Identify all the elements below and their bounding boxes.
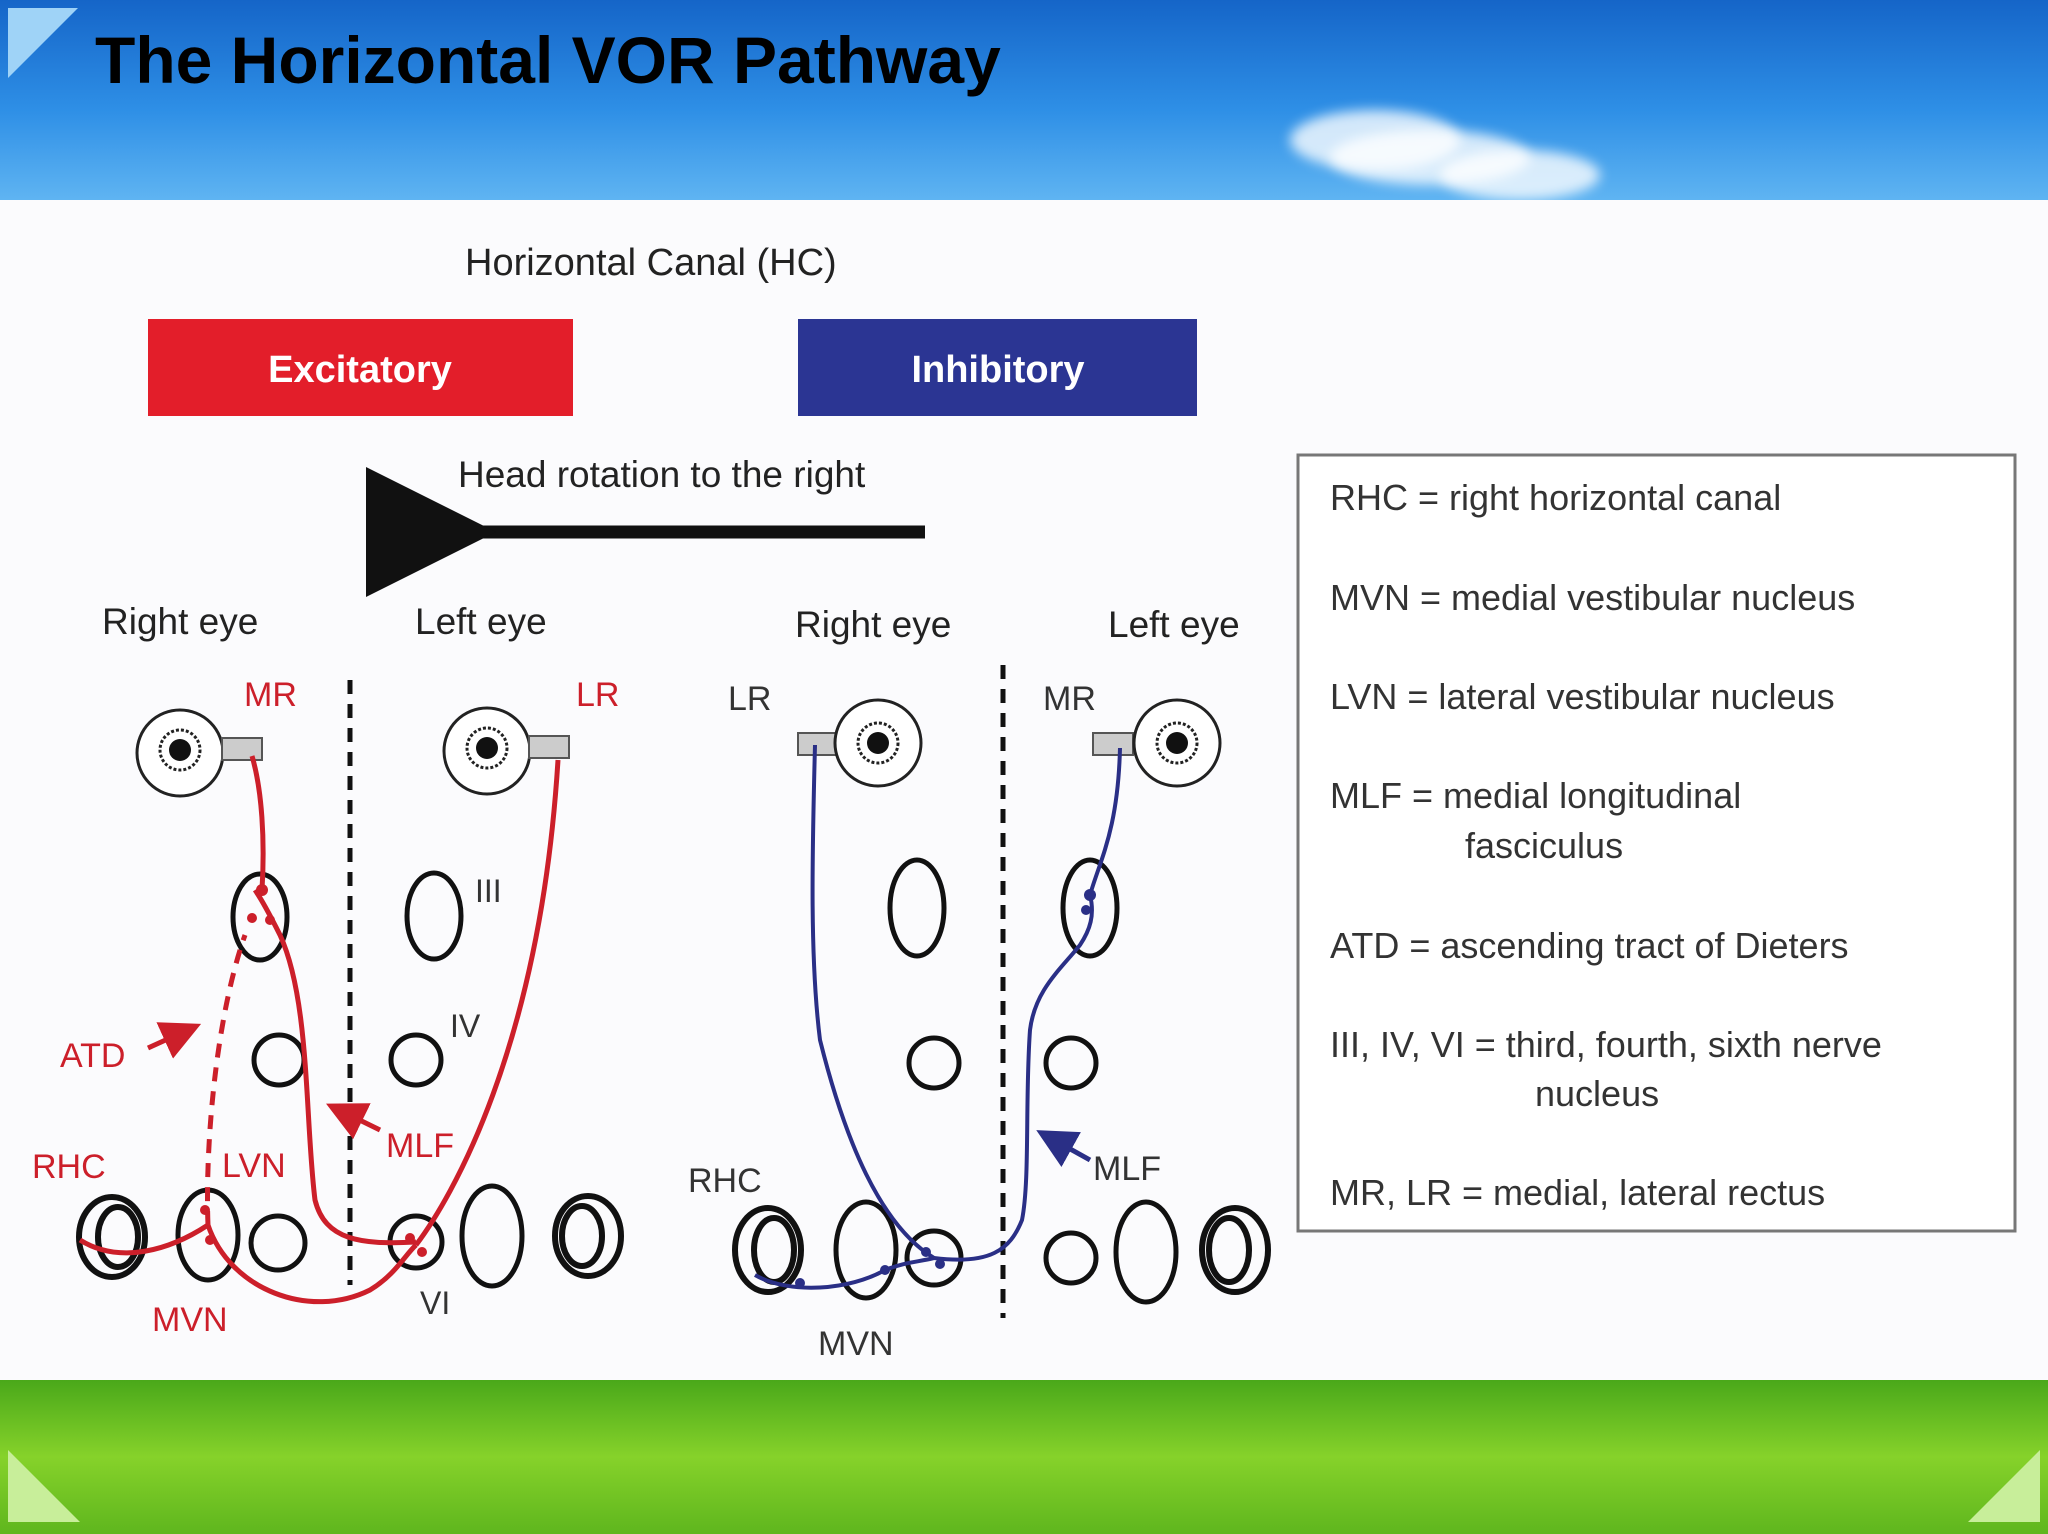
excitatory-pathways bbox=[78, 755, 561, 1305]
rhc-label: RHC bbox=[688, 1162, 762, 1200]
excitatory-label: Excitatory bbox=[268, 349, 452, 391]
lvn-label: LVN bbox=[222, 1147, 286, 1185]
trochlear-nucleus-right bbox=[906, 1035, 962, 1091]
legend-atd: ATD = ascending tract of Dieters bbox=[1330, 925, 1849, 966]
canal-label: Horizontal Canal (HC) bbox=[465, 242, 837, 284]
abducens-nucleus-left bbox=[1043, 1230, 1099, 1286]
corner-triangle-bottom-right bbox=[1968, 1450, 2040, 1522]
lvn-nucleus-left bbox=[1113, 1199, 1179, 1305]
legend-rectus: MR, LR = medial, lateral rectus bbox=[1330, 1172, 1825, 1213]
right-eye-icon bbox=[797, 698, 923, 788]
right-eye-label: Right eye bbox=[102, 601, 258, 642]
mlf-arrow bbox=[326, 1103, 382, 1140]
legend-mlf-line2: fasciculus bbox=[1465, 825, 1623, 866]
vor-pathway-diagram: Horizontal Canal (HC) Excitatory Inhibit… bbox=[32, 242, 2017, 1363]
rotation-label: Head rotation to the right bbox=[458, 454, 866, 495]
synapse-dots-blue bbox=[795, 889, 1096, 1288]
mvn-nucleus bbox=[248, 1213, 308, 1273]
left-eye-label: Left eye bbox=[415, 601, 547, 642]
iii-label: III bbox=[475, 873, 502, 909]
legend-mlf-line1: MLF = medial longitudinal bbox=[1330, 775, 1741, 816]
trochlear-nucleus-left bbox=[1043, 1035, 1099, 1091]
rhc-label: RHC bbox=[32, 1148, 106, 1186]
mlf-label: MLF bbox=[386, 1127, 454, 1165]
inhibitory-legend-box bbox=[798, 319, 1197, 416]
legend-mvn: MVN = medial vestibular nucleus bbox=[1330, 577, 1855, 618]
atd-arrow bbox=[146, 1022, 202, 1059]
lhc-canal-icon bbox=[552, 1193, 624, 1279]
legend-nuclei-line1: III, IV, VI = third, fourth, sixth nerve bbox=[1330, 1024, 1882, 1065]
synapse-dots-red bbox=[200, 884, 427, 1257]
right-eye-label: Right eye bbox=[795, 604, 951, 645]
legend-nuclei-line2: nucleus bbox=[1535, 1073, 1659, 1114]
corner-triangle-top-left bbox=[8, 8, 78, 78]
inhibitory-label: Inhibitory bbox=[911, 349, 1084, 391]
trochlear-nucleus-left bbox=[388, 1032, 444, 1088]
mr-label: MR bbox=[1043, 680, 1096, 718]
trochlear-nucleus-right bbox=[251, 1032, 307, 1088]
mlf-label: MLF bbox=[1093, 1150, 1161, 1188]
lr-label: LR bbox=[728, 680, 771, 718]
cloud bbox=[1440, 150, 1600, 200]
legend-rhc: RHC = right horizontal canal bbox=[1330, 477, 1781, 518]
oculomotor-nucleus-right bbox=[230, 871, 290, 963]
slide-content: Horizontal Canal (HC) Excitatory Inhibit… bbox=[0, 200, 2048, 1380]
mvn-label: MVN bbox=[152, 1301, 228, 1339]
slide-header: The Horizontal VOR Pathway bbox=[0, 0, 2048, 200]
lhc-canal-icon bbox=[1199, 1205, 1271, 1295]
oculomotor-nucleus-right bbox=[887, 857, 947, 959]
oculomotor-nucleus-left bbox=[1060, 857, 1120, 959]
excitatory-legend-box bbox=[148, 319, 573, 416]
lr-label: LR bbox=[576, 676, 619, 714]
mvn-label: MVN bbox=[818, 1325, 894, 1363]
lvn-nucleus bbox=[833, 1199, 899, 1301]
lvn-nucleus-left bbox=[459, 1183, 525, 1289]
left-eye-label: Left eye bbox=[1108, 604, 1240, 645]
iv-label: IV bbox=[450, 1008, 481, 1044]
vi-label: VI bbox=[420, 1285, 450, 1321]
mlf-arrow bbox=[1036, 1130, 1092, 1168]
corner-triangle-bottom-left bbox=[8, 1450, 80, 1522]
slide-footer bbox=[0, 1380, 2048, 1534]
mr-label: MR bbox=[244, 676, 297, 714]
rhc-canal-icon bbox=[76, 1194, 148, 1280]
legend-lvn: LVN = lateral vestibular nucleus bbox=[1330, 676, 1835, 717]
legend-box bbox=[1296, 453, 2017, 1233]
page-title: The Horizontal VOR Pathway bbox=[95, 23, 1001, 97]
inhibitory-pathways bbox=[754, 744, 1122, 1290]
inhibitory-panel: Right eye Left eye LR MR bbox=[688, 604, 1271, 1363]
left-eye-icon bbox=[442, 706, 570, 796]
excitatory-panel: Right eye Left eye MR LR III bbox=[32, 601, 624, 1339]
oculomotor-nucleus-left bbox=[404, 870, 464, 962]
abbreviation-legend: RHC = right horizontal canal MVN = media… bbox=[1296, 453, 2017, 1233]
left-eye-icon bbox=[1092, 698, 1222, 788]
atd-label: ATD bbox=[60, 1037, 125, 1075]
right-eye-icon bbox=[135, 708, 263, 798]
